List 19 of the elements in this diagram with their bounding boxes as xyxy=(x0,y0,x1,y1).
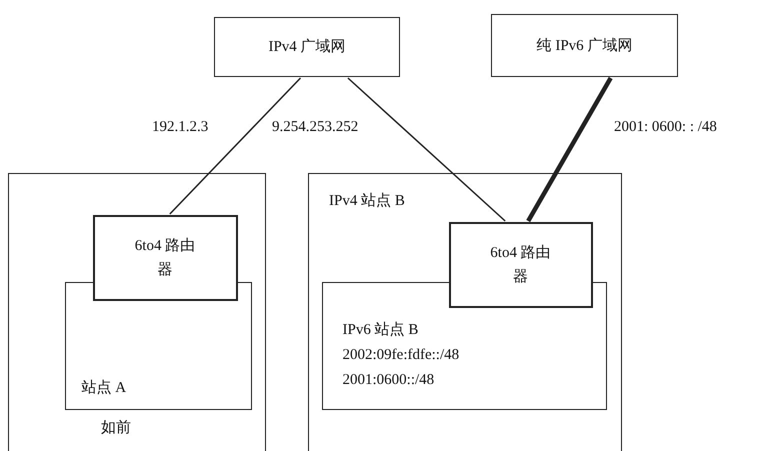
node-label: 6to4 路由器 xyxy=(489,244,552,286)
node-label: IPv4 站点 B xyxy=(329,192,405,211)
site-box xyxy=(308,173,622,451)
network-box xyxy=(491,14,678,77)
site-box xyxy=(8,173,266,451)
node-label: 站点 A xyxy=(82,378,126,398)
router-box xyxy=(92,214,238,300)
address-text: 2001:0600::/48 xyxy=(342,370,434,390)
node-label: 如前 xyxy=(101,418,131,438)
connector-line xyxy=(347,77,506,222)
address-text: 2002:09fe:fdfe::/48 xyxy=(342,346,460,364)
node-label: 6to4 路由器 xyxy=(134,236,196,280)
connector-line xyxy=(169,77,302,215)
node-label: IPv6 站点 B xyxy=(342,320,418,340)
router-box xyxy=(448,222,592,308)
node-label: IPv4 广域网 xyxy=(267,38,347,57)
network-box xyxy=(214,17,400,77)
double-line xyxy=(526,76,613,222)
node-label: 纯 IPv6 广域网 xyxy=(536,36,634,56)
